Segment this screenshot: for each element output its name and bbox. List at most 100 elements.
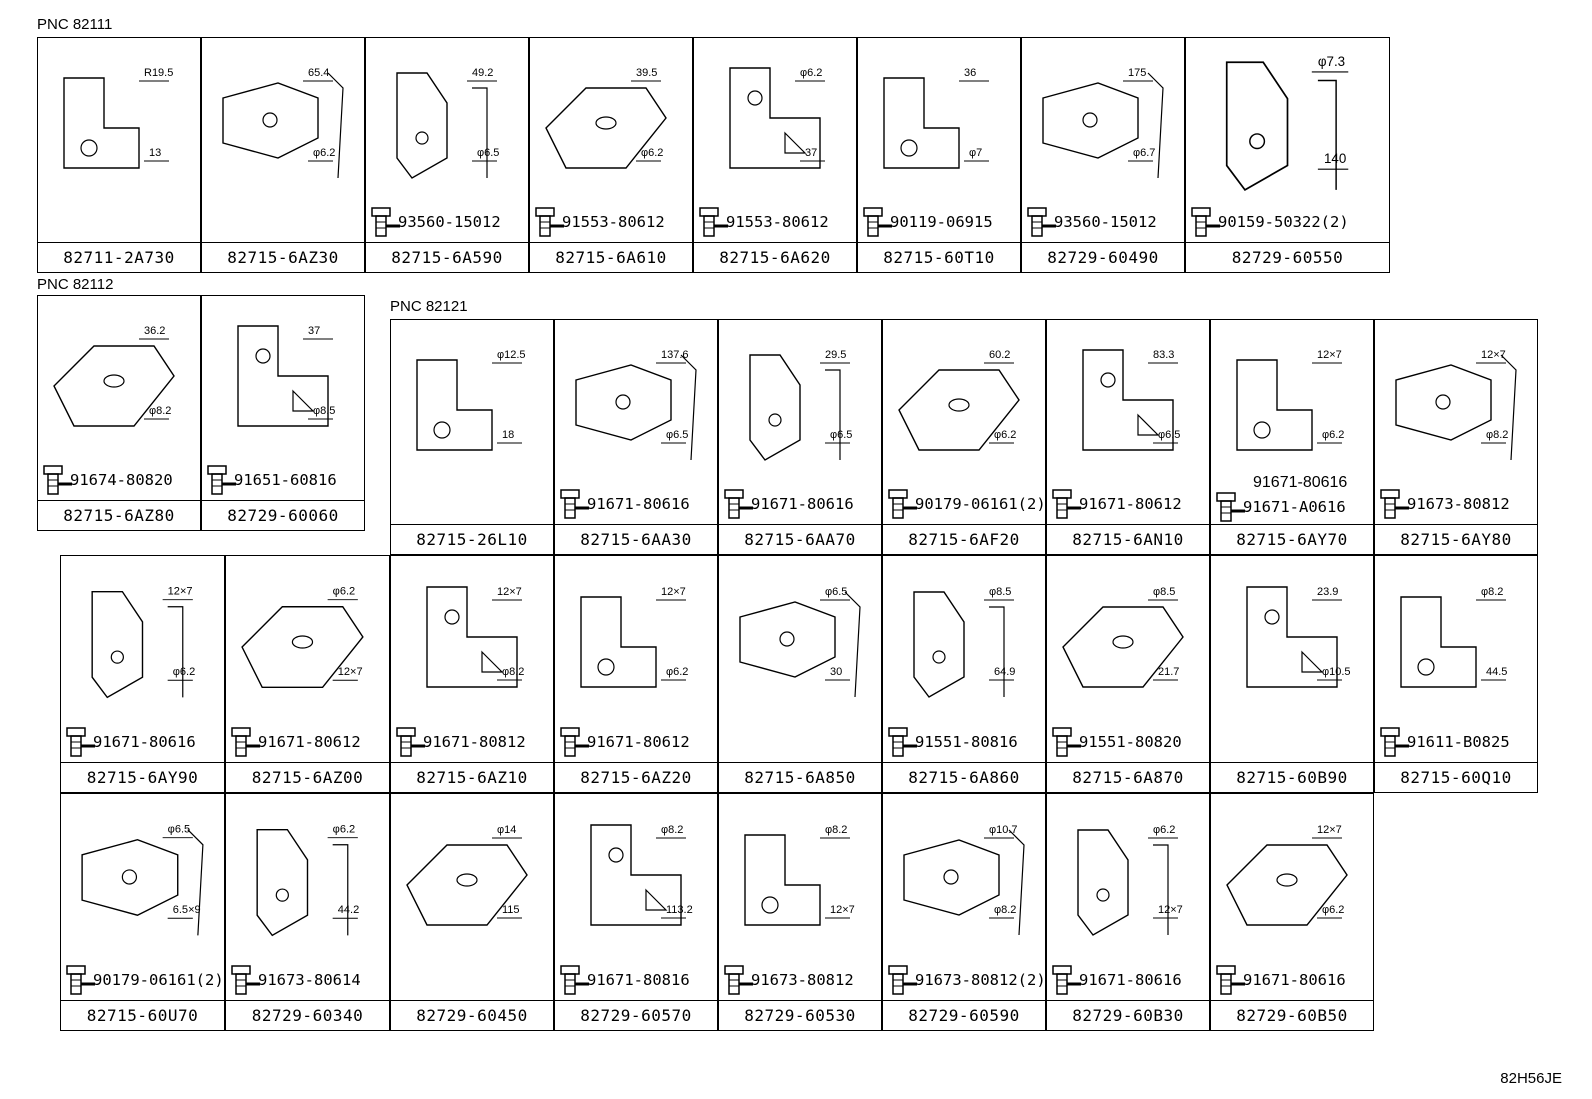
dimension-label: 12×7 — [497, 586, 522, 598]
part-number: 82715-6A870 — [1047, 762, 1209, 792]
bolt-part-number: 91553-80612 — [726, 213, 829, 231]
dimension-label: φ6.5 — [830, 429, 852, 441]
part-illustration: φ14 115 — [397, 800, 547, 960]
dimension-label: φ6.5 — [666, 429, 688, 441]
bolt-icon — [1216, 965, 1245, 995]
bolt-part-number: 93560-15012 — [1054, 213, 1157, 231]
bolt-icon — [231, 727, 260, 757]
dimension-label: 18 — [502, 429, 514, 441]
bolt-icon — [1380, 489, 1409, 519]
dimension-label: φ10.7 — [989, 824, 1018, 836]
group-label-82111: PNC 82111 — [37, 16, 113, 33]
part-number: 82715-6AY80 — [1375, 524, 1537, 554]
bolt-callout: 91673-80812 — [1379, 487, 1510, 521]
dimension-label: φ6.5 — [825, 586, 847, 598]
bolt-callout: 91673-80812(2) — [887, 963, 1046, 997]
part-number: 82715-6AY90 — [61, 762, 224, 792]
bolt-callout: 91671-80812 — [395, 725, 526, 759]
part-number: 82729-60530 — [719, 1000, 881, 1030]
dimension-label: 12×7 — [830, 904, 855, 916]
bolt-callout: 91671-80816 — [559, 963, 690, 997]
dimension-label: 65.4 — [308, 67, 329, 79]
dimension-label: φ8.2 — [825, 824, 847, 836]
dimension-label: φ12.5 — [497, 349, 526, 361]
bolt-callout: 90179-06161(2) — [65, 963, 224, 997]
dimension-label: 13 — [149, 147, 161, 159]
dimension-label: 23.9 — [1317, 586, 1338, 598]
bolt-part-number: 91671-80612 — [258, 733, 361, 751]
bolt-callout: 91651-60816 — [206, 463, 337, 497]
part-cell[interactable]: φ8.2 12×7 91673-80812 82729-60530 — [718, 793, 882, 1031]
part-number: 82715-6AZ80 — [38, 500, 200, 530]
part-number: 82711-2A730 — [38, 242, 200, 272]
dimension-label: 175 — [1128, 67, 1146, 79]
part-number: 82715-60Q10 — [1375, 762, 1537, 792]
dimension-label: 115 — [502, 904, 520, 916]
part-number: 82715-6AZ00 — [226, 762, 389, 792]
bolt-icon — [699, 207, 728, 237]
dimension-label: φ7 — [969, 147, 982, 159]
dimension-label: φ6.2 — [994, 429, 1016, 441]
part-number: 82715-6AN10 — [1047, 524, 1209, 554]
diagram-code: 82H56JE — [1500, 1070, 1562, 1087]
dimension-label: 29.5 — [825, 349, 846, 361]
dimension-label: φ8.2 — [1481, 586, 1503, 598]
dimension-label: φ6.2 — [1153, 824, 1175, 836]
dimension-label: 44.2 — [338, 904, 360, 916]
bolt-part-number: 91551-80820 — [1079, 733, 1182, 751]
bolt-callout: 91674-80820 — [42, 463, 173, 497]
bolt-part-number: 91673-80812 — [751, 971, 854, 989]
part-number: 82715-6AZ20 — [555, 762, 717, 792]
bolt-part-number: 91673-80812(2) — [915, 971, 1046, 989]
dimension-label: φ14 — [497, 824, 516, 836]
part-number: 82729-60590 — [883, 1000, 1045, 1030]
bolt-part-number: 91671-80616 — [751, 495, 854, 513]
dimension-label: φ8.2 — [149, 405, 171, 417]
bolt-callout: 91671-80616 — [1215, 963, 1346, 997]
part-number: 82729-60570 — [555, 1000, 717, 1030]
dimension-label: φ8.5 — [989, 586, 1011, 598]
